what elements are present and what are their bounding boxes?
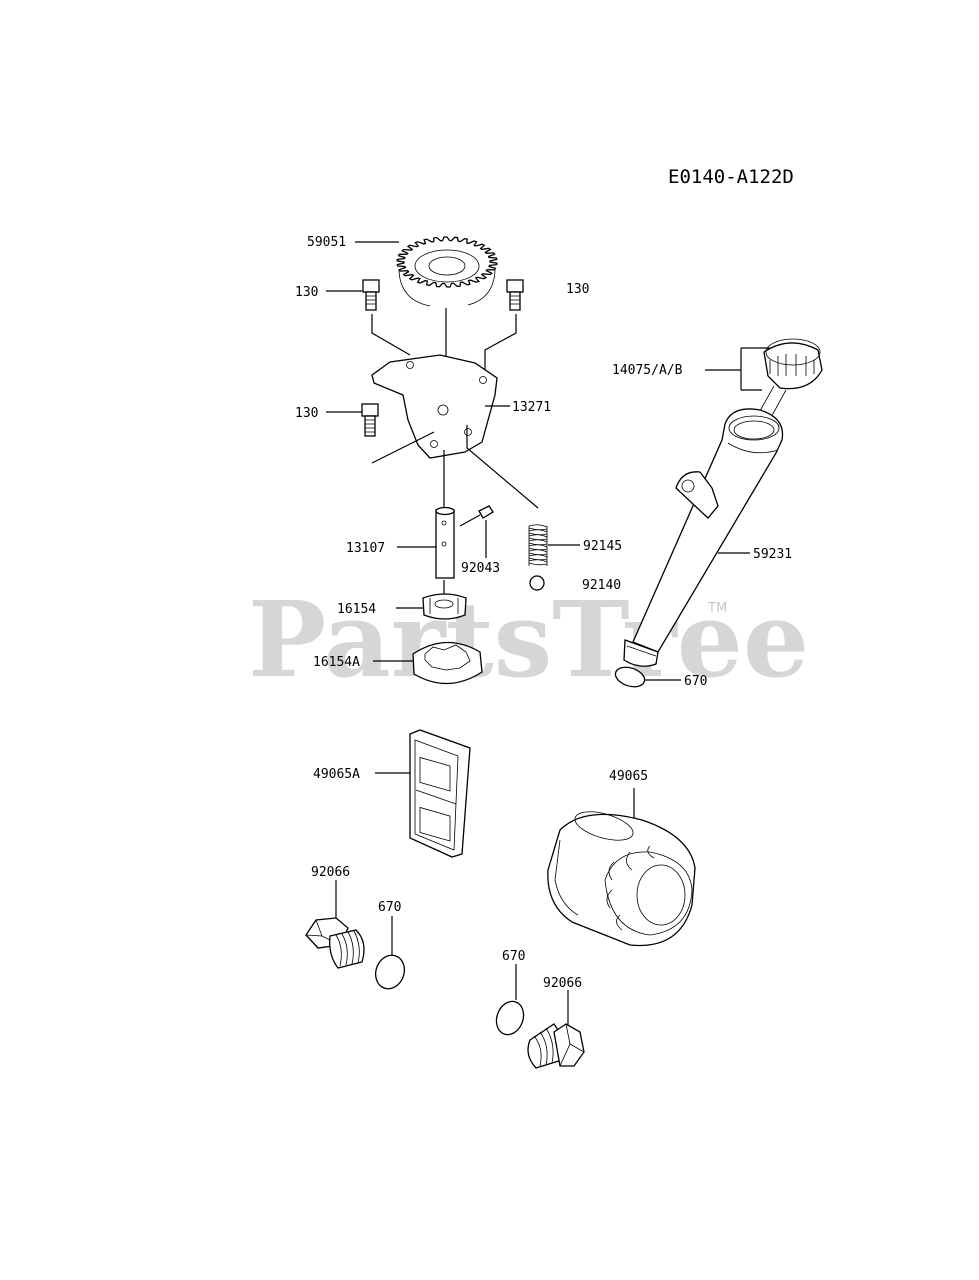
label-cover: 13271 <box>512 400 551 415</box>
oil-filler-tube-59231[interactable] <box>623 408 784 667</box>
o-ring-670-tube[interactable] <box>613 664 647 690</box>
label-bolt-left-top: 130 <box>295 285 318 300</box>
oil-filter-49065[interactable] <box>547 806 696 947</box>
watermark-text: PartsTree <box>248 578 809 701</box>
label-rotor-outer: 16154A <box>313 655 360 670</box>
inner-rotor-16154[interactable] <box>422 593 467 620</box>
bolt-130-left-mid[interactable] <box>361 403 379 437</box>
label-plug-left: 92066 <box>311 865 350 880</box>
label-ball: 92140 <box>582 578 621 593</box>
diagram-code: E0140-A122D <box>668 166 794 188</box>
label-tube: 59231 <box>753 547 792 562</box>
oil-screen-49065A[interactable] <box>409 729 471 858</box>
drain-plug-92066-left[interactable] <box>305 917 365 969</box>
drain-plug-92066-right[interactable] <box>527 1023 585 1069</box>
outer-rotor-16154A[interactable] <box>412 641 483 685</box>
ball-92140[interactable] <box>529 575 545 591</box>
label-screen: 49065A <box>313 767 360 782</box>
label-shaft: 13107 <box>346 541 385 556</box>
watermark-trademark: TM <box>707 601 727 616</box>
pin-92043[interactable] <box>478 505 494 519</box>
label-rotor-inner: 16154 <box>337 602 376 617</box>
label-oring-tube: 670 <box>684 674 707 689</box>
dipstick-cap-14075[interactable] <box>751 338 823 431</box>
label-oring-right: 670 <box>502 949 525 964</box>
gear-59051[interactable] <box>396 236 498 307</box>
label-pin: 92043 <box>461 561 500 576</box>
label-bolt-right-top: 130 <box>566 282 589 297</box>
label-dipstick: 14075/A/B <box>612 363 683 378</box>
cover-plate-13271[interactable] <box>371 354 498 459</box>
o-ring-670-left[interactable] <box>371 951 409 993</box>
label-spring: 92145 <box>583 539 622 554</box>
label-gear: 59051 <box>307 235 346 250</box>
label-oil-filter: 49065 <box>609 769 648 784</box>
bolt-130-right-top[interactable] <box>506 279 524 311</box>
shaft-13107[interactable] <box>435 506 455 579</box>
spring-92145[interactable] <box>528 524 548 566</box>
label-plug-right: 92066 <box>543 976 582 991</box>
o-ring-670-right[interactable] <box>492 998 528 1039</box>
label-oring-left: 670 <box>378 900 401 915</box>
bolt-130-left-top[interactable] <box>362 279 380 311</box>
label-bolt-left-mid: 130 <box>295 406 318 421</box>
